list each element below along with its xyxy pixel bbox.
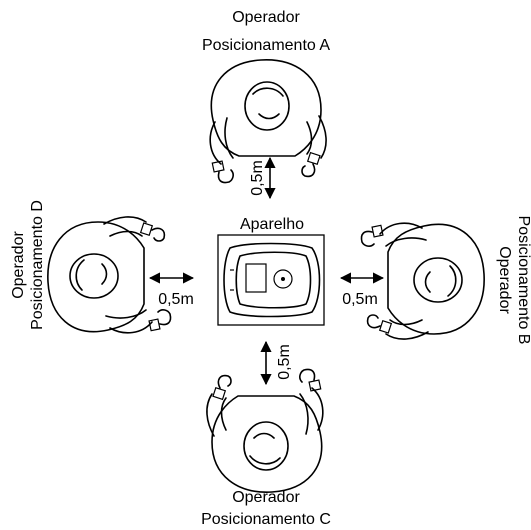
operator-a-figure <box>209 59 327 184</box>
operator-a-line2: Posicionamento A <box>202 37 330 54</box>
operator-c-line2: Posicionamento C <box>201 511 331 528</box>
operator-c-line1: Operador <box>232 489 300 506</box>
operator-b-distance: 0,5m <box>342 291 378 308</box>
operator-b-line1: Operador <box>496 246 513 314</box>
operator-d-figure <box>47 216 172 334</box>
operator-c: 0,5m Operador Posicionamento C <box>201 340 331 528</box>
operator-c-distance: 0,5m <box>276 344 293 380</box>
device: Aparelho <box>217 216 325 326</box>
operator-b: 0,5m Operador Posicionamento B <box>339 216 531 345</box>
device-label: Aparelho <box>240 216 304 233</box>
operator-c-figure <box>206 368 324 493</box>
device-frame <box>217 234 325 326</box>
operator-b-figure <box>360 222 485 340</box>
operator-d-line2: Posicionamento D <box>29 200 46 330</box>
device-body <box>223 242 321 318</box>
operator-a-distance: 0,5m <box>249 160 266 196</box>
operator-d: Operador Posicionamento D 0,5m <box>10 200 195 334</box>
operator-a-line1: Operador <box>232 9 300 26</box>
operator-b-line2: Posicionamento B <box>515 216 531 345</box>
operator-d-distance: 0,5m <box>158 291 194 308</box>
operator-d-line1: Operador <box>10 231 27 299</box>
operator-a: Operador Posicionamento A 0,5m <box>202 9 330 200</box>
